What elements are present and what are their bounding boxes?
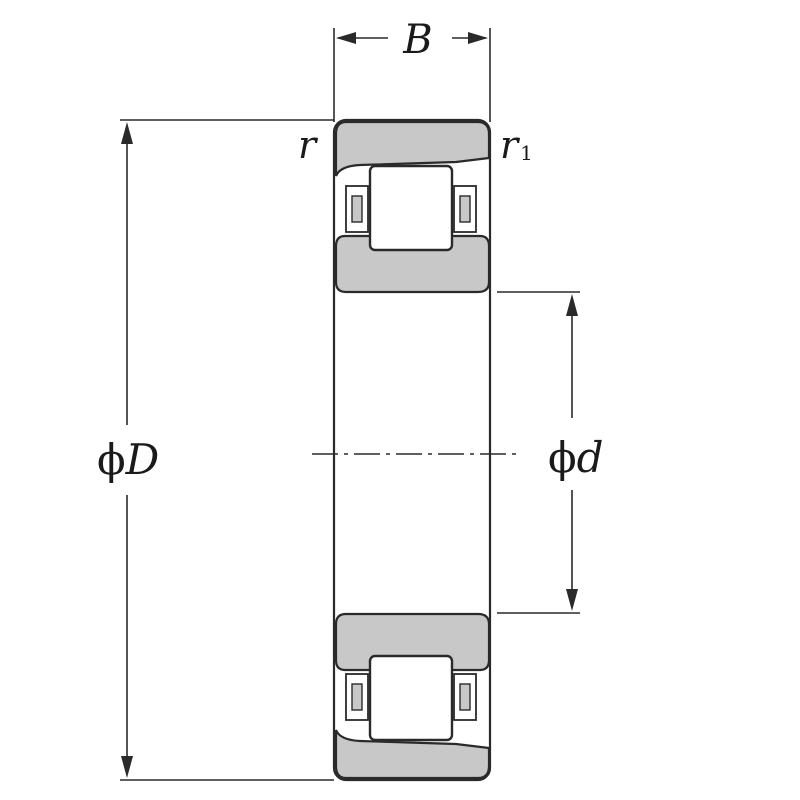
outer-arrow-bottom xyxy=(121,756,133,778)
width-label: B xyxy=(402,17,432,63)
bore-arrow-top xyxy=(566,294,578,316)
corner-radius-1-subscript: 1 xyxy=(520,141,533,165)
upper-roller xyxy=(368,164,454,252)
upper-cage-right-bar xyxy=(459,195,471,223)
lower-outer-ring xyxy=(334,729,491,780)
bore-diameter-letter: d xyxy=(577,433,604,482)
bore-diameter-dimension: ϕd xyxy=(497,291,604,614)
corner-radius-1-base: r xyxy=(500,123,521,167)
upper-cage-left-bar xyxy=(351,195,363,223)
bore-arrow-bottom xyxy=(566,589,578,611)
width-arrow-right xyxy=(468,32,488,44)
bearing-outline xyxy=(332,118,492,782)
outer-diameter-dimension: ϕD xyxy=(97,119,334,781)
width-dimension: B xyxy=(333,17,491,122)
width-arrow-left xyxy=(336,32,356,44)
phi-symbol-outer: ϕ xyxy=(97,435,126,484)
bore-diameter-label: ϕd xyxy=(548,433,604,482)
lower-section xyxy=(334,612,491,780)
upper-section xyxy=(334,120,491,294)
outer-diameter-label: ϕD xyxy=(97,435,159,484)
corner-radius-label: r xyxy=(298,123,319,167)
outer-diameter-letter: D xyxy=(125,435,160,484)
phi-symbol-bore: ϕ xyxy=(548,433,577,482)
lower-roller xyxy=(368,654,454,742)
upper-outer-ring xyxy=(334,120,491,177)
lower-cage-right-bar xyxy=(459,683,471,711)
lower-cage-left-bar xyxy=(351,683,363,711)
outer-arrow-top xyxy=(121,122,133,144)
